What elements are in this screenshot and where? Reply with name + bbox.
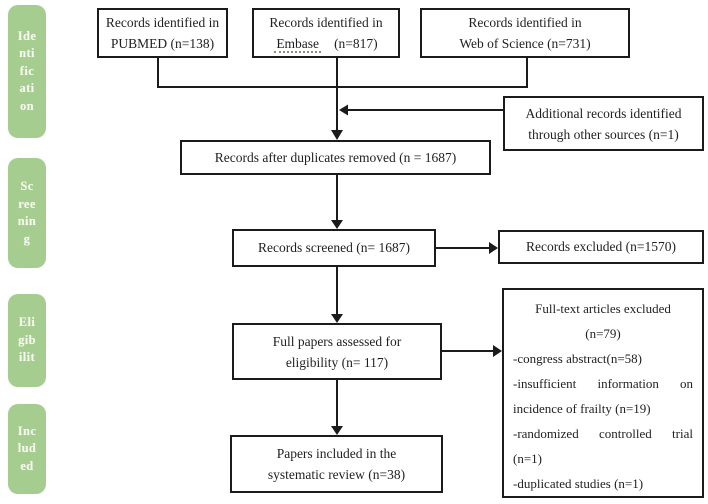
box-text-line: -randomized controlled trial (513, 426, 693, 441)
stage-label-screening: Sc ree nin g (8, 158, 46, 268)
box-text-line: Records identified in (468, 15, 582, 30)
box-text-line: (n=1) (513, 451, 542, 466)
embase-keyword-dotted-underline: Embase (274, 36, 322, 53)
arrowhead-right-ftexcluded (493, 345, 502, 357)
stage-line: ilit (18, 350, 36, 365)
box-records-web-of-science: Records identified in Web of Science (n=… (420, 8, 630, 58)
box-text-line: Records screened (n= 1687) (258, 240, 410, 255)
stage-line: g (23, 231, 31, 246)
stage-label-eligibility: Eli gib ilit (8, 294, 46, 387)
box-text-line: Records identified in (105, 15, 220, 30)
stage-line: fic (19, 63, 35, 78)
stage-line: Sc (20, 179, 34, 193)
stage-line: Eli (18, 315, 36, 330)
arrowhead-right-excluded (489, 242, 498, 254)
box-records-screened: Records screened (n= 1687) (232, 229, 436, 267)
box-text-line: eligibility (n= 117) (285, 354, 389, 370)
stage-line: gib (18, 332, 36, 347)
box-text-line: through other sources (n=1) (528, 126, 679, 142)
arrowhead-left-additional (339, 104, 348, 116)
box-text-line: -duplicated studies (n=1) (513, 476, 644, 491)
box-text-line: Papers included in the (276, 446, 397, 461)
box-papers-included: Papers included in the systematic review… (230, 435, 443, 493)
stage-line: ati (19, 81, 35, 96)
stage-line: nti (19, 46, 35, 61)
box-records-pubmed: Records identified in PUBMED (n=138) (97, 8, 228, 58)
box-fulltext-excluded: Full-text articles excluded (n=79) -cong… (502, 288, 704, 498)
stage-line: nin (17, 214, 37, 228)
box-records-embase: Records identified in Embase (n=817) (252, 8, 400, 58)
stage-line: lud (17, 441, 37, 456)
box-text-line: systematic review (n=38) (267, 467, 406, 482)
box-text-line: Full papers assessed for (272, 333, 402, 349)
arrowhead-down-fullpapers (331, 314, 343, 323)
stage-label-identification: Ide nti fic ati on (8, 5, 46, 138)
box-text-line: Records after duplicates removed (n = 16… (214, 149, 457, 165)
arrowhead-down-duplicates (331, 130, 343, 140)
box-text-line: -insufficient information on (513, 376, 693, 391)
arrowhead-down-included (331, 426, 343, 435)
box-text-line: -congress abstract(n=58) (513, 351, 642, 366)
box-text-line: Records excluded (n=1570) (525, 239, 677, 254)
stage-line: on (19, 98, 34, 113)
box-text-line: PUBMED (n=138) (110, 36, 215, 51)
embase-count: (n=817) (334, 36, 378, 51)
connector-top-junction (157, 58, 528, 88)
stage-line: Inc (17, 423, 37, 438)
arrowhead-down-screened (331, 220, 343, 229)
stage-line: ree (18, 196, 36, 211)
stage-line: ed (20, 458, 34, 473)
box-text-line: Additional records identified (525, 105, 682, 121)
box-text-line: incidence of frailty (n=19) (513, 401, 651, 416)
box-full-papers-assessed: Full papers assessed for eligibility (n=… (232, 323, 442, 380)
box-text-line: (n=79) (585, 326, 621, 341)
box-text-line: Records identified in (269, 15, 383, 30)
box-additional-records: Additional records identified through ot… (503, 96, 704, 151)
box-records-excluded: Records excluded (n=1570) (498, 230, 704, 264)
box-text-line: Web of Science (n=731) (459, 36, 591, 51)
stage-label-included: Inc lud ed (8, 404, 46, 494)
box-duplicates-removed: Records after duplicates removed (n = 16… (180, 140, 491, 175)
box-text-line: Full-text articles excluded (535, 301, 671, 316)
box-text-line: Embase (n=817) (274, 33, 378, 54)
stage-line: Ide (17, 28, 37, 43)
